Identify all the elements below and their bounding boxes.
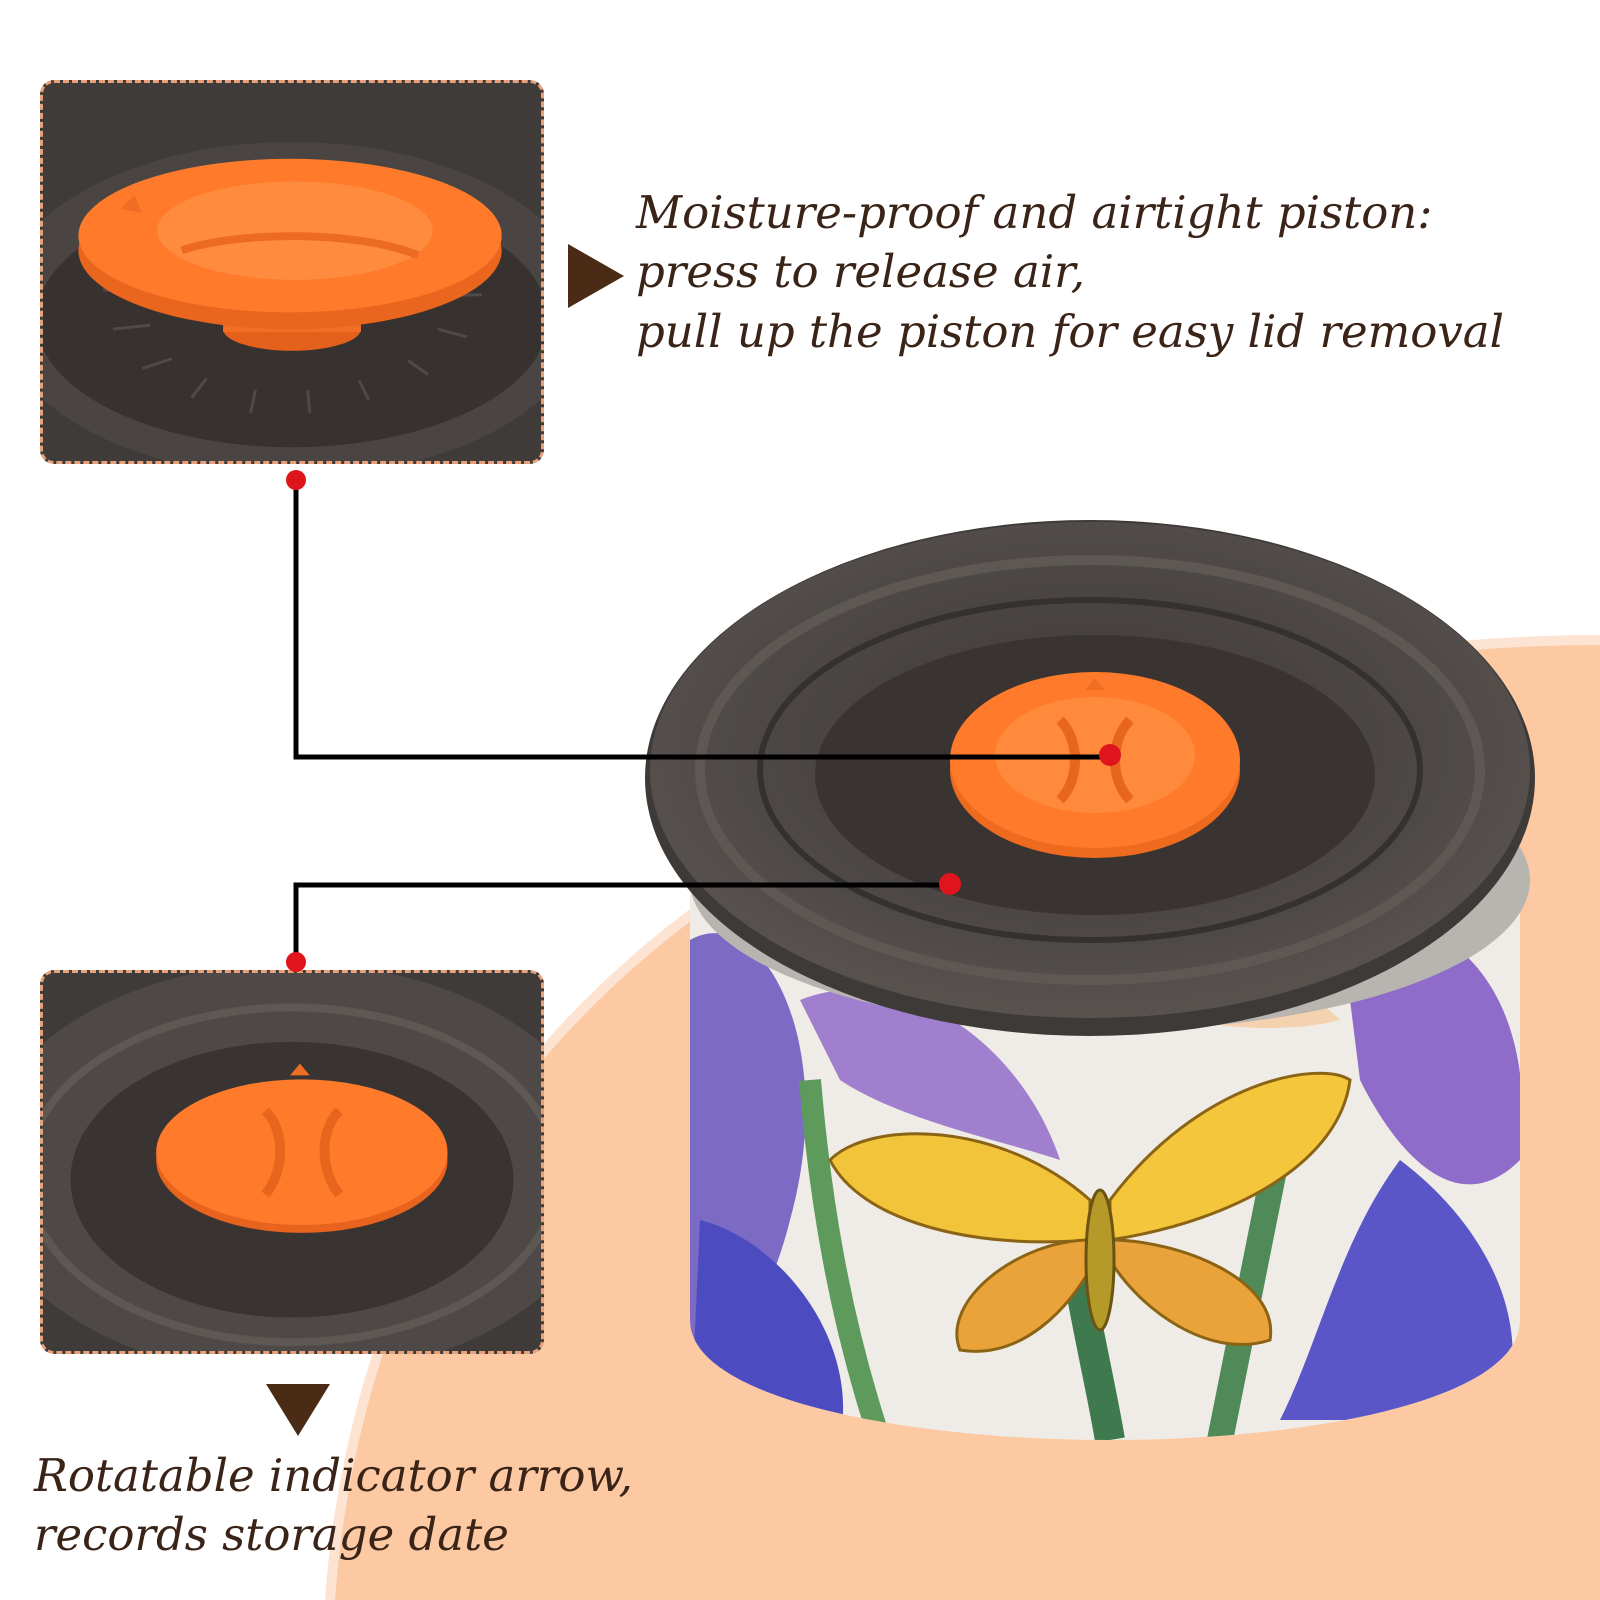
indicator-closeup-inset xyxy=(40,970,544,1354)
indicator-caption-line-1: Rotatable indicator arrow, xyxy=(34,1449,633,1502)
piston-caption-line-1: Moisture-proof and airtight piston: xyxy=(636,186,1433,239)
piston-closeup-image xyxy=(43,83,541,461)
piston-caption-line-3: pull up the piston for easy lid removal xyxy=(636,304,1505,358)
piston-feature-caption: Moisture-proof and airtight piston: pres… xyxy=(636,183,1504,361)
triangle-down-icon xyxy=(266,1384,330,1436)
piston-knob xyxy=(950,672,1240,858)
food-container-image xyxy=(645,520,1535,1440)
triangle-right-icon xyxy=(568,244,624,308)
indicator-feature-caption: Rotatable indicator arrow, records stora… xyxy=(34,1446,633,1565)
indicator-caption-line-2: records storage date xyxy=(34,1508,509,1562)
piston-caption-line-2: press to release air, xyxy=(636,245,1086,299)
piston-closeup-inset xyxy=(40,80,544,464)
indicator-closeup-image xyxy=(43,973,541,1351)
butterfly-illustration xyxy=(828,1071,1352,1353)
